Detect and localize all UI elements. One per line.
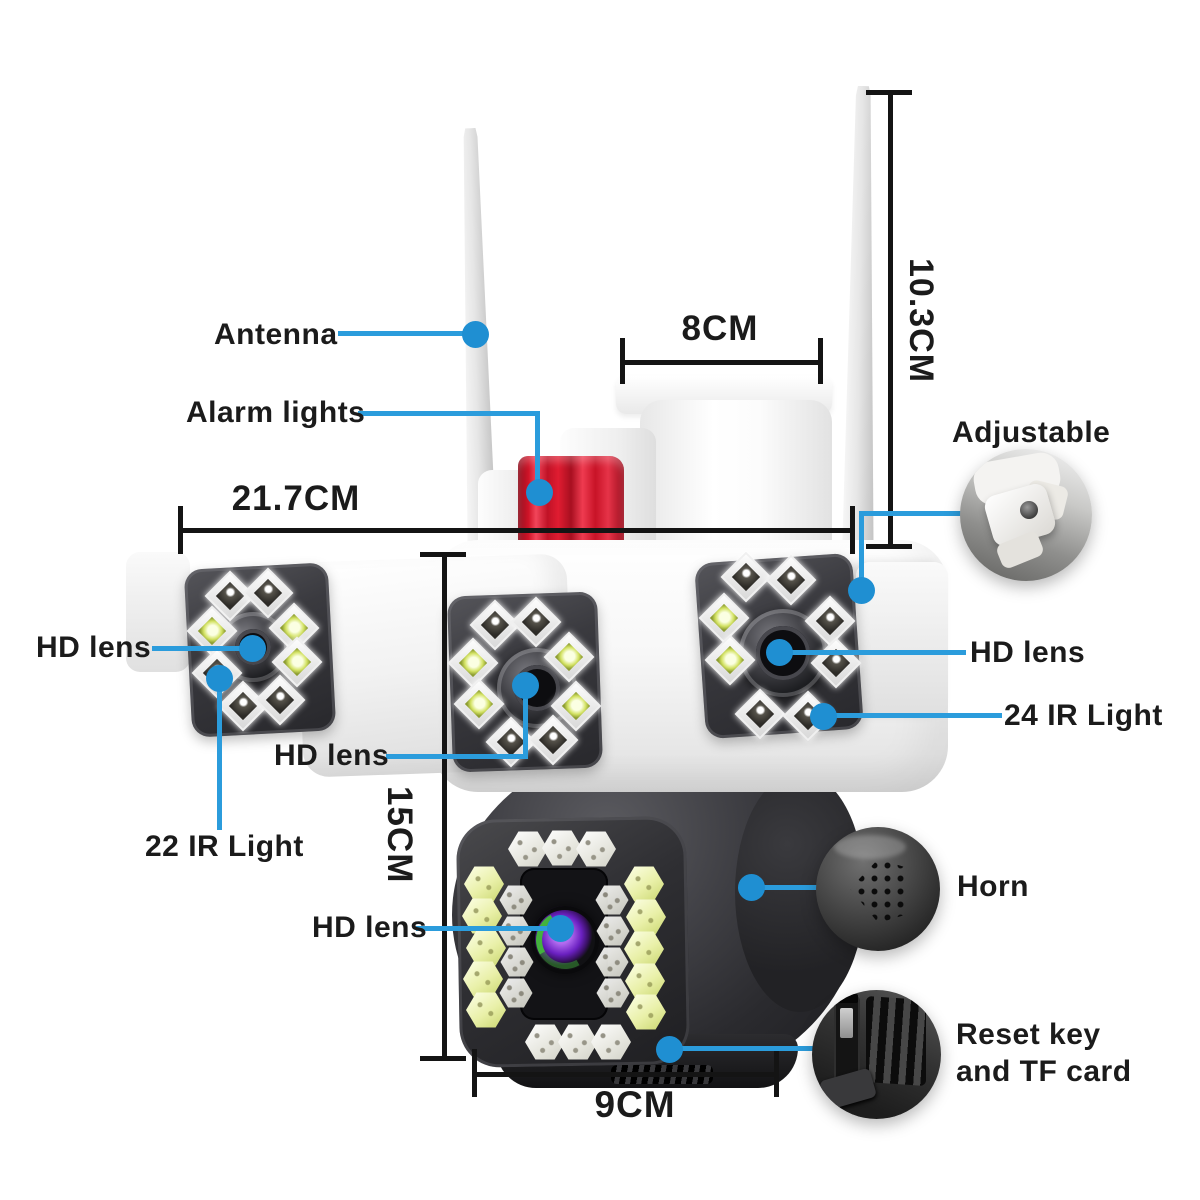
dim-body-height-line (442, 554, 447, 1060)
callout-dot-hd-ptz (547, 915, 574, 942)
callout-line-22ir (217, 690, 222, 830)
callout-dot-hd-right (766, 639, 793, 666)
dim-tick (774, 1049, 779, 1097)
dim-overall-width-label: 21.7CM (231, 479, 361, 518)
callout-line-24ir (832, 713, 1002, 718)
dim-tick (420, 552, 466, 557)
callout-line-hd-center (523, 694, 528, 759)
dim-tick (866, 90, 912, 95)
callout-dot-hd-center (512, 672, 539, 699)
callout-dot-alarm (526, 479, 553, 506)
label-22-ir-light: 22 IR Light (145, 830, 304, 863)
dim-top-width-label: 8CM (681, 309, 759, 348)
speaker-holes (849, 859, 908, 923)
dim-antenna-height-line (888, 92, 893, 548)
callout-dot-horn (738, 874, 765, 901)
label-adjustable: Adjustable (952, 416, 1111, 449)
callout-line-hd-center (386, 754, 528, 759)
dim-tick (420, 1056, 466, 1061)
dim-top-width-line (622, 360, 822, 365)
callout-dot-hd-left (239, 635, 266, 662)
label-hd-lens-center: HD lens (274, 739, 390, 772)
reset-tfcard-inset-photo (812, 990, 941, 1119)
antenna-right (842, 86, 881, 566)
callout-dot-reset (656, 1036, 683, 1063)
label-horn: Horn (957, 870, 1029, 903)
screw-head (1020, 501, 1038, 519)
callout-line-hd-ptz (416, 926, 550, 931)
speaker-glint (834, 835, 906, 859)
adjustable-inset-photo (960, 449, 1092, 581)
callout-dot-antenna (462, 321, 489, 348)
dim-tick (818, 338, 823, 384)
dim-base-width-label: 9CM (594, 1084, 676, 1125)
callout-dot-22ir (206, 665, 233, 692)
dim-tick (850, 506, 855, 554)
callout-line-adjustable (859, 511, 963, 516)
dim-tick (620, 338, 625, 384)
dim-overall-width-line (180, 528, 854, 533)
callout-line-horn (758, 885, 818, 890)
label-hd-lens-right: HD lens (970, 636, 1086, 669)
dim-tick (178, 506, 183, 554)
callout-dot-24ir (810, 703, 837, 730)
callout-line-hd-left (152, 646, 240, 651)
tf-card-contact (840, 1008, 853, 1038)
dim-body-height-label: 15CM (380, 786, 419, 884)
label-hd-lens-ptz: HD lens (312, 911, 428, 944)
heatsink-fins (866, 995, 926, 1087)
rubber-flap (818, 1067, 878, 1111)
label-24-ir-light: 24 IR Light (1004, 699, 1163, 732)
callout-line-antenna (338, 331, 466, 336)
callout-line-reset (676, 1046, 814, 1051)
callout-line-hd-right (788, 650, 966, 655)
label-hd-lens-left: HD lens (36, 631, 152, 664)
mount-arm-left (126, 552, 190, 672)
reset-button-hole (838, 994, 858, 1003)
label-reset-line1: Reset key (956, 1018, 1101, 1051)
dim-antenna-height-label: 10.3CM (902, 258, 940, 384)
dim-tick (866, 544, 912, 549)
horn-inset-photo (816, 827, 940, 951)
label-reset-line2: and TF card (956, 1055, 1132, 1088)
callout-dot-adjustable (848, 577, 875, 604)
callout-line-adjustable (859, 511, 864, 581)
label-alarm-lights: Alarm lights (186, 396, 366, 429)
callout-line-alarm (358, 411, 540, 416)
label-antenna: Antenna (214, 318, 338, 351)
dim-tick (472, 1049, 477, 1097)
dim-base-width-line (474, 1072, 778, 1077)
callout-line-alarm (535, 411, 540, 485)
